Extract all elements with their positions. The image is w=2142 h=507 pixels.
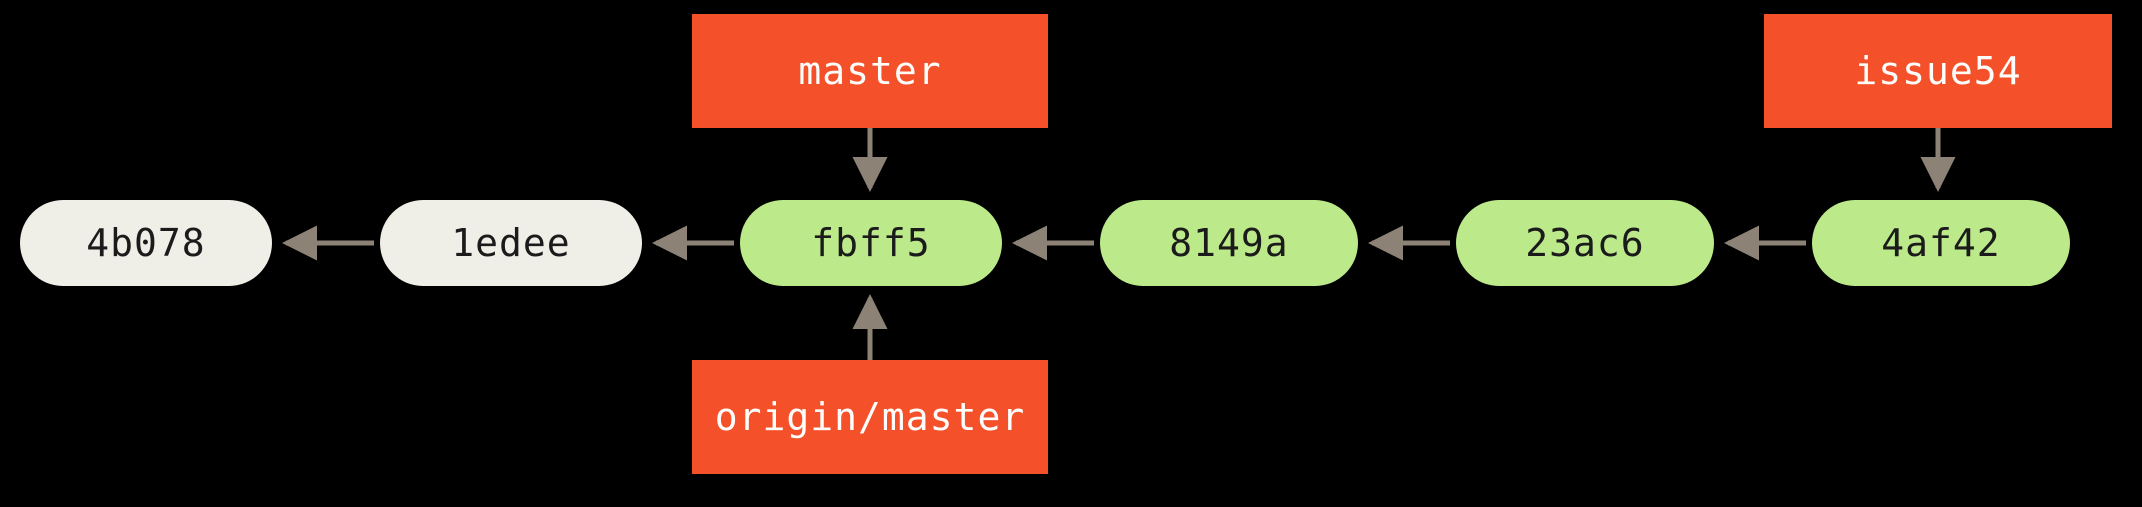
commit-label: 23ac6 [1525,221,1645,265]
ref-label-text: master [798,49,942,93]
ref-label-master[interactable]: master [692,14,1048,128]
commit-node-8149a[interactable]: 8149a [1100,200,1358,286]
commit-node-4b078[interactable]: 4b078 [20,200,272,286]
commit-label: 4b078 [86,221,206,265]
commit-node-23ac6[interactable]: 23ac6 [1456,200,1714,286]
commit-label: 8149a [1169,221,1289,265]
ref-label-text: origin/master [714,395,1026,439]
commit-label: fbff5 [811,221,931,265]
commit-label: 1edee [451,221,571,265]
commit-label: 4af42 [1881,221,2001,265]
commit-node-4af42[interactable]: 4af42 [1812,200,2070,286]
commit-node-fbff5[interactable]: fbff5 [740,200,1002,286]
ref-label-text: issue54 [1854,49,2022,93]
ref-label-origin-master[interactable]: origin/master [692,360,1048,474]
ref-label-issue54[interactable]: issue54 [1764,14,2112,128]
commit-node-1edee[interactable]: 1edee [380,200,642,286]
